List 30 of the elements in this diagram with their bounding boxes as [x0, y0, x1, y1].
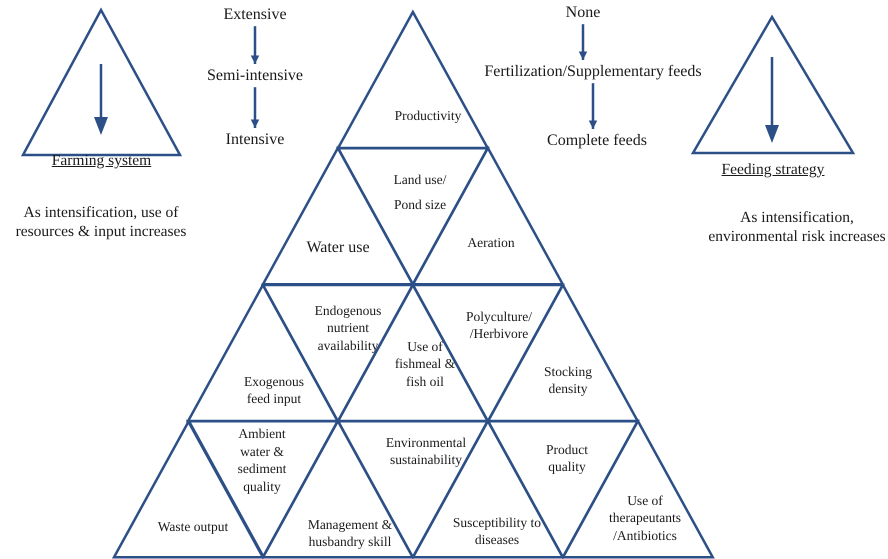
- triangle-heading: Feeding strategy: [720, 161, 826, 179]
- cell-label: Productivity: [394, 107, 462, 125]
- arrow: [578, 24, 588, 60]
- stage-label: Extensive: [223, 5, 287, 24]
- cell-label: Use of therapeutants /Antibiotics: [608, 492, 682, 544]
- note-text: As intensification, use of resources & input increases: [14, 203, 188, 242]
- stage-label: Fertilization/Supplementary feeds: [484, 62, 702, 82]
- arrow: [588, 83, 598, 129]
- cell-label: Polyculture/ /Herbivore: [465, 308, 533, 343]
- arrow: [250, 87, 260, 128]
- cell-label: Exogenous feed input: [243, 372, 305, 408]
- cell-label: Water use: [305, 238, 371, 258]
- cell-label: Use of fishmeal & fish oil: [394, 338, 456, 390]
- cell-label: Stocking density: [542, 362, 593, 398]
- cell-label: Product quality: [545, 440, 589, 476]
- stage-label: Intensive: [226, 130, 284, 150]
- cell-label: Land use/ Pond size: [392, 170, 448, 214]
- cell-label: Susceptibility to diseases: [452, 514, 542, 549]
- arrow: [250, 26, 260, 64]
- cell-label: Environmental sustainability: [384, 434, 468, 469]
- cell-label: Ambient water & sediment quality: [236, 425, 288, 496]
- cell-label: Waste output: [156, 518, 230, 536]
- triangle-heading: Farming system: [50, 152, 152, 170]
- stage-label: None: [566, 3, 600, 22]
- cell-label: Management & husbandry skill: [306, 516, 394, 551]
- cell-label: Endogenous nutrient availability: [314, 302, 382, 354]
- stage-label: Semi-intensive: [207, 66, 303, 86]
- note-text: As intensification, environmental risk increases: [707, 208, 887, 247]
- cell-label: Aeration: [466, 234, 516, 252]
- stage-label: Complete feeds: [547, 131, 647, 150]
